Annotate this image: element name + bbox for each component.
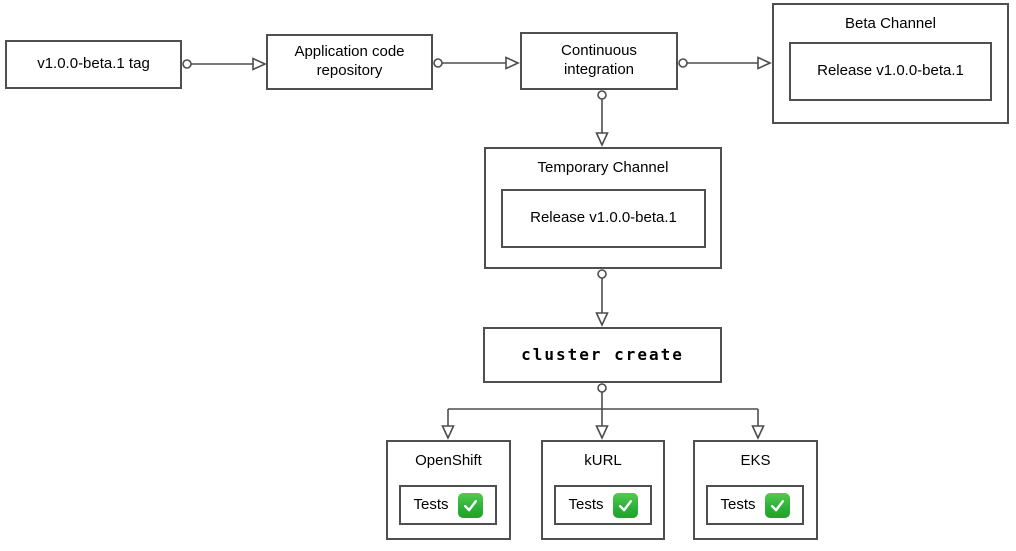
cluster-create-label: cluster create: [521, 345, 684, 364]
openshift-title: OpenShift: [415, 452, 482, 469]
node-continuous-integration: Continuous integration: [520, 32, 678, 90]
node-eks-tests: Tests: [706, 485, 804, 525]
eks-title: EKS: [740, 452, 771, 469]
node-openshift-tests: Tests: [399, 485, 497, 525]
group-beta-channel: Beta Channel Release v1.0.0-beta.1: [772, 3, 1009, 124]
temporary-channel-title: Temporary Channel: [537, 159, 669, 176]
version-tag-label: v1.0.0-beta.1 tag: [37, 55, 150, 73]
group-eks: EKS Tests: [693, 440, 818, 540]
tests-passed-check-icon: [457, 492, 483, 518]
node-cluster-create: cluster create: [483, 327, 722, 383]
kurl-tests-label: Tests: [568, 495, 604, 513]
openshift-tests-label: Tests: [413, 495, 449, 513]
connector-cluster-create-to-tests: [441, 383, 765, 440]
node-kurl-tests: Tests: [554, 485, 652, 525]
connector-temporary-channel-to-cluster-create: [595, 269, 609, 327]
beta-release-label: Release v1.0.0-beta.1: [817, 62, 964, 80]
connector-ci-to-temporary-channel: [595, 90, 609, 147]
node-version-tag: v1.0.0-beta.1 tag: [5, 40, 182, 89]
node-beta-release: Release v1.0.0-beta.1: [789, 42, 992, 101]
beta-channel-title: Beta Channel: [845, 15, 936, 32]
tests-passed-check-icon: [764, 492, 790, 518]
tests-passed-check-icon: [612, 492, 638, 518]
node-application-code-repository: Application code repository: [266, 34, 433, 90]
group-temporary-channel: Temporary Channel Release v1.0.0-beta.1: [484, 147, 722, 269]
continuous-integration-label: Continuous integration: [561, 42, 637, 78]
temporary-release-label: Release v1.0.0-beta.1: [530, 209, 677, 227]
eks-tests-label: Tests: [720, 495, 756, 513]
group-kurl: kURL Tests: [541, 440, 665, 540]
connector-ci-to-beta-channel: [678, 56, 772, 70]
group-openshift: OpenShift Tests: [386, 440, 511, 540]
node-temporary-release: Release v1.0.0-beta.1: [501, 189, 706, 248]
connector-repo-to-ci: [433, 56, 520, 70]
application-code-repository-label: Application code repository: [294, 43, 405, 79]
kurl-title: kURL: [584, 452, 622, 469]
connector-tag-to-repo: [182, 57, 267, 71]
